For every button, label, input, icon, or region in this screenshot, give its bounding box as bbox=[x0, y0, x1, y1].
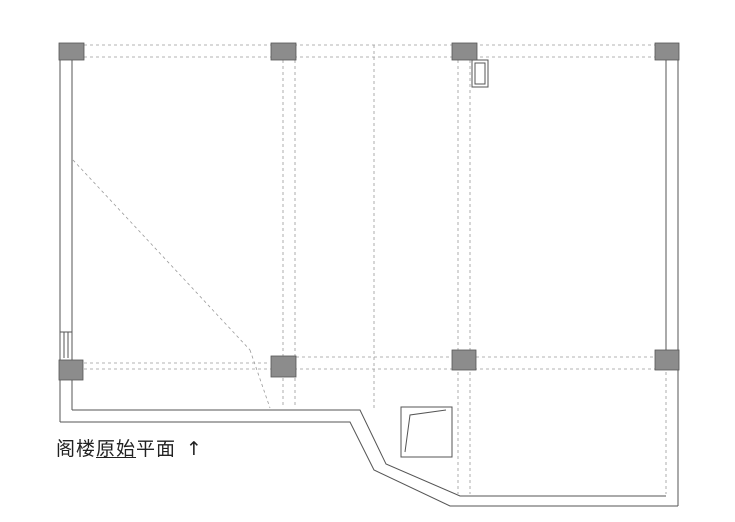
caption-part-1: 阁楼 bbox=[56, 438, 97, 460]
columns bbox=[58, 42, 680, 381]
south-wall-inner bbox=[72, 409, 666, 497]
hatch-inner bbox=[474, 62, 486, 85]
column-top-2 bbox=[270, 42, 297, 61]
column-mid-1 bbox=[58, 359, 84, 381]
column-top-4 bbox=[654, 42, 680, 61]
up-arrow-icon: ↑ bbox=[186, 438, 203, 460]
opening-frame bbox=[400, 406, 453, 458]
column-top-1 bbox=[58, 42, 85, 61]
hatch-outer bbox=[471, 59, 489, 88]
roof-slope-line bbox=[72, 159, 251, 351]
column-mid-4 bbox=[654, 349, 680, 371]
column-top-3 bbox=[451, 42, 478, 61]
caption-part-3: 平面 bbox=[136, 438, 177, 460]
column-mid-2 bbox=[270, 355, 297, 378]
caption-part-2: 原始 bbox=[96, 438, 137, 460]
roof-hatch bbox=[471, 59, 489, 88]
opening-mark bbox=[404, 409, 447, 453]
dashed-beam-lines bbox=[72, 44, 667, 494]
floor-opening bbox=[400, 406, 453, 458]
plan-caption: 阁楼原始平面 ↑ bbox=[56, 434, 203, 461]
south-wall-outer bbox=[60, 421, 678, 507]
roof-slope-line-lower bbox=[249, 349, 271, 409]
column-mid-3 bbox=[451, 349, 477, 371]
